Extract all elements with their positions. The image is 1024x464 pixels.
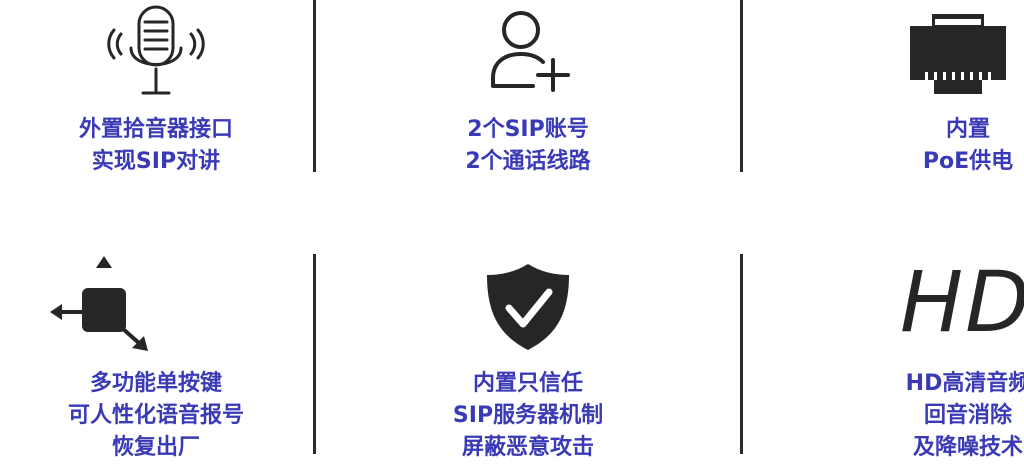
feature-label-line: 2个SIP账号 (467, 117, 589, 142)
divider-top-left (313, 0, 316, 172)
feature-label: HD高清音频 回音消除 及降噪技术 (812, 368, 1024, 464)
feature-label-line: 2个通话线路 (465, 149, 591, 174)
feature-label: 内置只信任 SIP服务器机制 屏蔽恶意攻击 (372, 368, 684, 464)
feature-label-line: 多功能单按键 (89, 371, 222, 396)
feature-label-line: 回音消除 (923, 403, 1012, 428)
multi-function-button-icon (50, 256, 148, 351)
feature-multi-button: 多功能单按键 可人性化语音报号 恢复出厂 (0, 250, 312, 460)
feature-label: 外置拾音器接口 实现SIP对讲 (0, 114, 312, 178)
feature-label: 内置 PoE供电 (812, 114, 1024, 178)
feature-label-line: PoE供电 (922, 149, 1014, 174)
microphone-icon (107, 5, 205, 95)
feature-label-line: HD高清音频 (905, 371, 1024, 396)
ethernet-port-icon (910, 14, 1006, 94)
hd-audio-icon: HD (900, 253, 1024, 351)
divider-top-right (740, 0, 743, 172)
divider-bottom-left (313, 254, 316, 454)
feature-label: 2个SIP账号 2个通话线路 (372, 114, 684, 178)
feature-poe: 内置 PoE供电 (712, 0, 1024, 230)
feature-label-line: 实现SIP对讲 (91, 149, 221, 174)
feature-label: 多功能单按键 可人性化语音报号 恢复出厂 (0, 368, 312, 464)
shield-check-icon (487, 264, 569, 350)
feature-microphone: 外置拾音器接口 实现SIP对讲 (0, 0, 312, 230)
feature-label-line: 内置只信任 (472, 371, 583, 396)
add-user-icon (491, 11, 570, 92)
feature-sip-accounts: 2个SIP账号 2个通话线路 (372, 0, 684, 230)
feature-label-line: 及降噪技术 (912, 435, 1023, 460)
feature-label-line: 外置拾音器接口 (78, 117, 233, 142)
feature-label-line: SIP服务器机制 (452, 403, 604, 428)
feature-label-line: 屏蔽恶意攻击 (461, 435, 594, 460)
divider-bottom-right (740, 254, 743, 454)
feature-label-line: 恢复出厂 (111, 435, 200, 460)
feature-secure-sip: 内置只信任 SIP服务器机制 屏蔽恶意攻击 (372, 250, 684, 460)
feature-label-line: 内置 (945, 117, 990, 142)
feature-label-line: 可人性化语音报号 (67, 403, 244, 428)
feature-hd-audio: HD HD高清音频 回音消除 及降噪技术 (712, 250, 1024, 460)
